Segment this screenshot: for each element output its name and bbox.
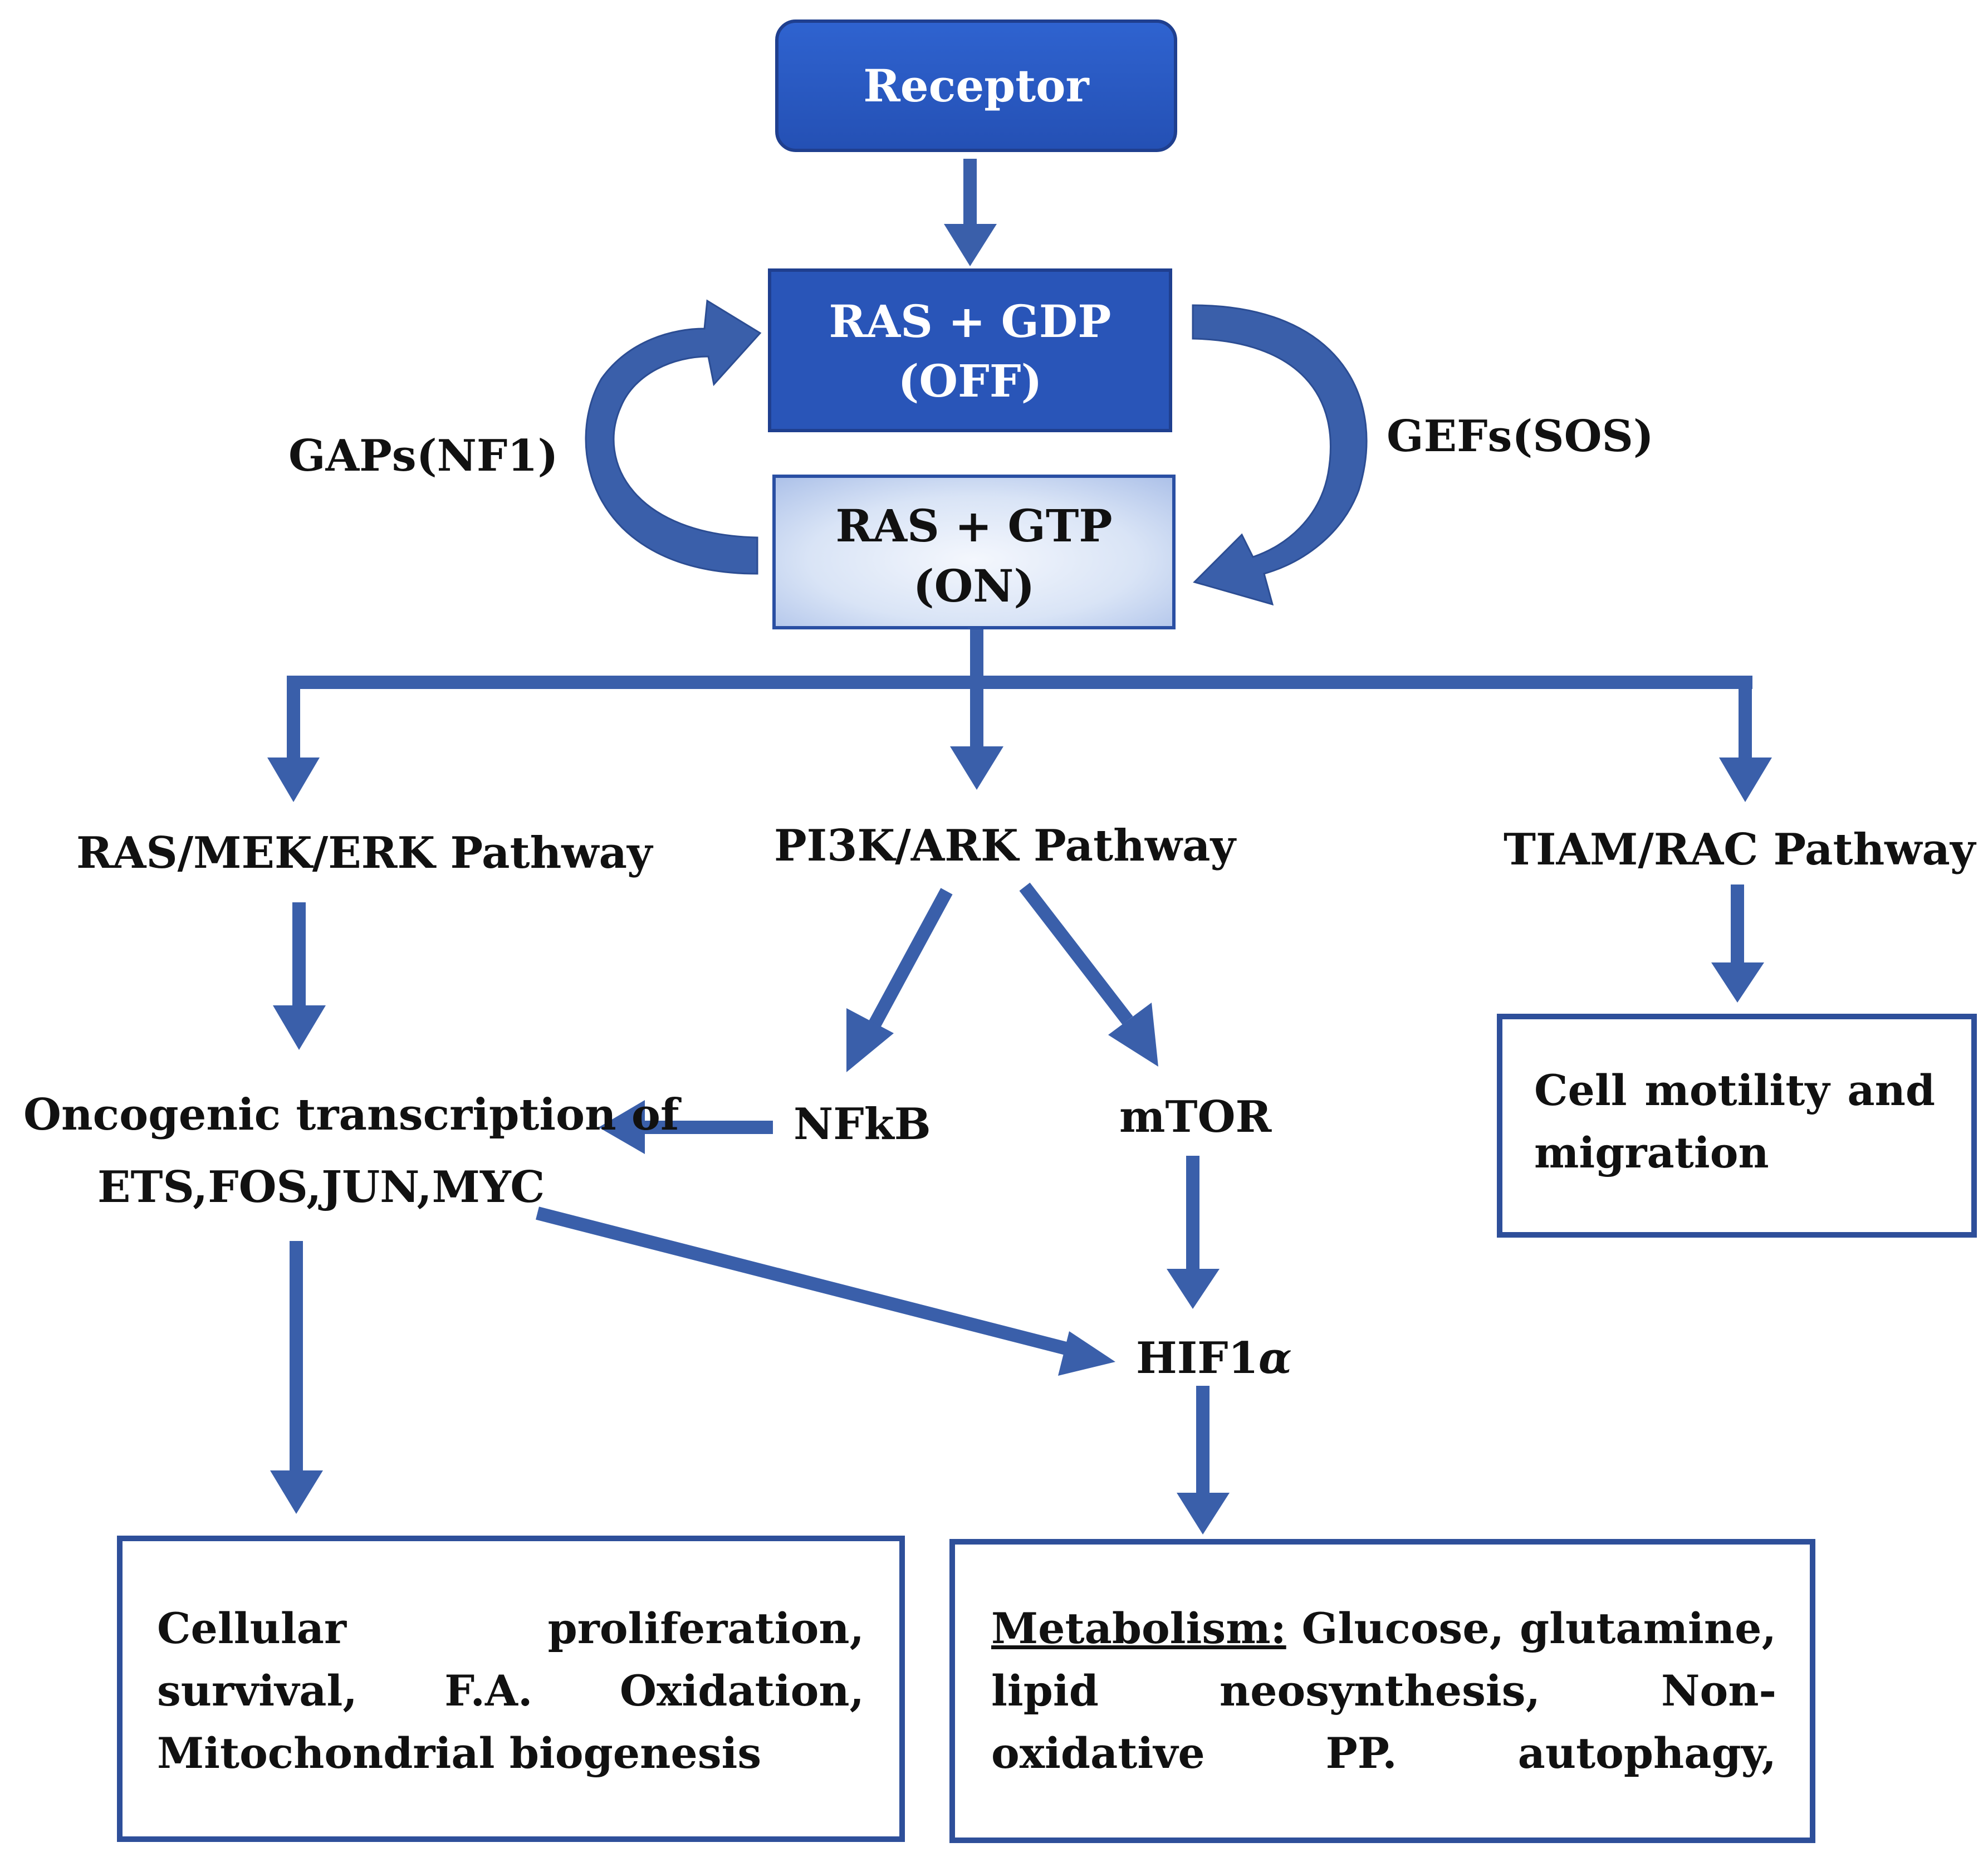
center-branch-shaft [970,629,983,749]
pi3k-to-mtor-shaft [1019,882,1133,1025]
tiam-rac-pathway-label: TIAM/RAC Pathway [1504,824,1977,875]
right-branch-shaft [1739,676,1752,759]
tiam-to-motility-shaft [1731,884,1744,965]
proliferation-text: Cellular proliferation, survival, F.A. O… [157,1604,864,1778]
hif1a-label-prefix: HIF1 [1136,1333,1259,1384]
proliferation-text-area: Cellular proliferation, survival, F.A. O… [157,1604,864,1778]
metabolism-text: Metabolism: Glucose, glutamine, lipid ne… [991,1597,1776,1798]
receptor-to-ras-arrowhead [944,224,997,266]
metabolism-box [949,1539,1815,1843]
gaps-curved-arrow [585,299,762,575]
center-branch-arrowhead [950,746,1003,790]
tiam-to-motility-arrowhead [1711,962,1764,1003]
mtor-label: mTOR [1119,1092,1272,1142]
metabolism-body: Glucose, glutamine, lipid neosynthesis, … [991,1604,1776,1798]
nfkb-label: NFkB [794,1099,931,1150]
nfkb-to-oncogenic-shaft [640,1121,773,1134]
erk-to-oncogenic-shaft [292,902,306,1008]
mtor-to-hif-arrowhead [1167,1269,1220,1309]
metabolism-text-area: Metabolism: Glucose, glutamine, lipid ne… [991,1597,1776,1798]
hif1a-label: HIF1α [1136,1333,1292,1384]
proliferation-box [117,1536,905,1842]
pi3k-to-mtor-arrowhead [1108,1003,1158,1067]
metabolism-heading: Metabolism: [991,1604,1286,1653]
hif-to-metabolism-arrowhead [1177,1493,1230,1535]
diagonal-connectors [536,882,1133,1357]
pi3k-to-nfkb-arrowhead [846,1008,894,1072]
pi3k-ark-pathway-label: PI3K/ARK Pathway [774,820,1237,871]
mtor-to-hif-shaft [1186,1156,1199,1273]
cell-motility-text: Cell motility and migration [1534,1066,1935,1177]
pi3k-to-nfkb-shaft [868,888,953,1028]
erk-to-oncogenic-arrowhead [273,1005,326,1050]
ras-gdp-box [768,268,1172,432]
oncogenic-to-hif-arrowhead [1058,1331,1115,1376]
cell-motility-text-area: Cell motility and migration [1534,1066,1935,1177]
diagonal-arrowheads [846,1003,1158,1376]
ras-gtp-box [772,475,1176,629]
receptor-box [775,19,1177,152]
branch-horizontal-bar [287,676,1752,689]
cell-motility-box [1497,1014,1977,1238]
hif-to-metabolism-shaft [1196,1386,1210,1496]
oncogenic-to-proliferation-arrowhead [270,1470,323,1514]
connectors [267,159,1772,1535]
gefs-label: GEFs(SOS) [1387,411,1654,462]
oncogenic-to-proliferation-shaft [290,1241,303,1474]
left-branch-arrowhead [267,758,320,802]
ras-gtp-label-line2: (ON) [913,560,1035,612]
receptor-to-ras-shaft [963,159,977,230]
ras-gtp-label-line1: RAS + GTP [835,500,1112,552]
hif1a-label-greek: α [1259,1333,1292,1384]
gefs-curved-arrow [1192,304,1368,606]
oncogenic-label-line2: ETS,FOS,JUN,MYC [97,1162,545,1213]
oncogenic-to-hif-shaft [536,1206,1076,1357]
ras-gdp-label-line2: (OFF) [898,355,1042,407]
gaps-label: GAPs(NF1) [288,431,558,481]
ras-gdp-label-line1: RAS + GDP [829,295,1111,348]
ras-mek-erk-pathway-label: RAS/MEK/ERK Pathway [76,828,654,878]
right-branch-arrowhead [1719,758,1772,802]
receptor-label: Receptor [863,60,1089,112]
left-branch-shaft [287,676,300,759]
oncogenic-label-line1: Oncogenic transcription of [23,1089,682,1140]
nfkb-to-oncogenic-arrowhead [599,1100,645,1154]
